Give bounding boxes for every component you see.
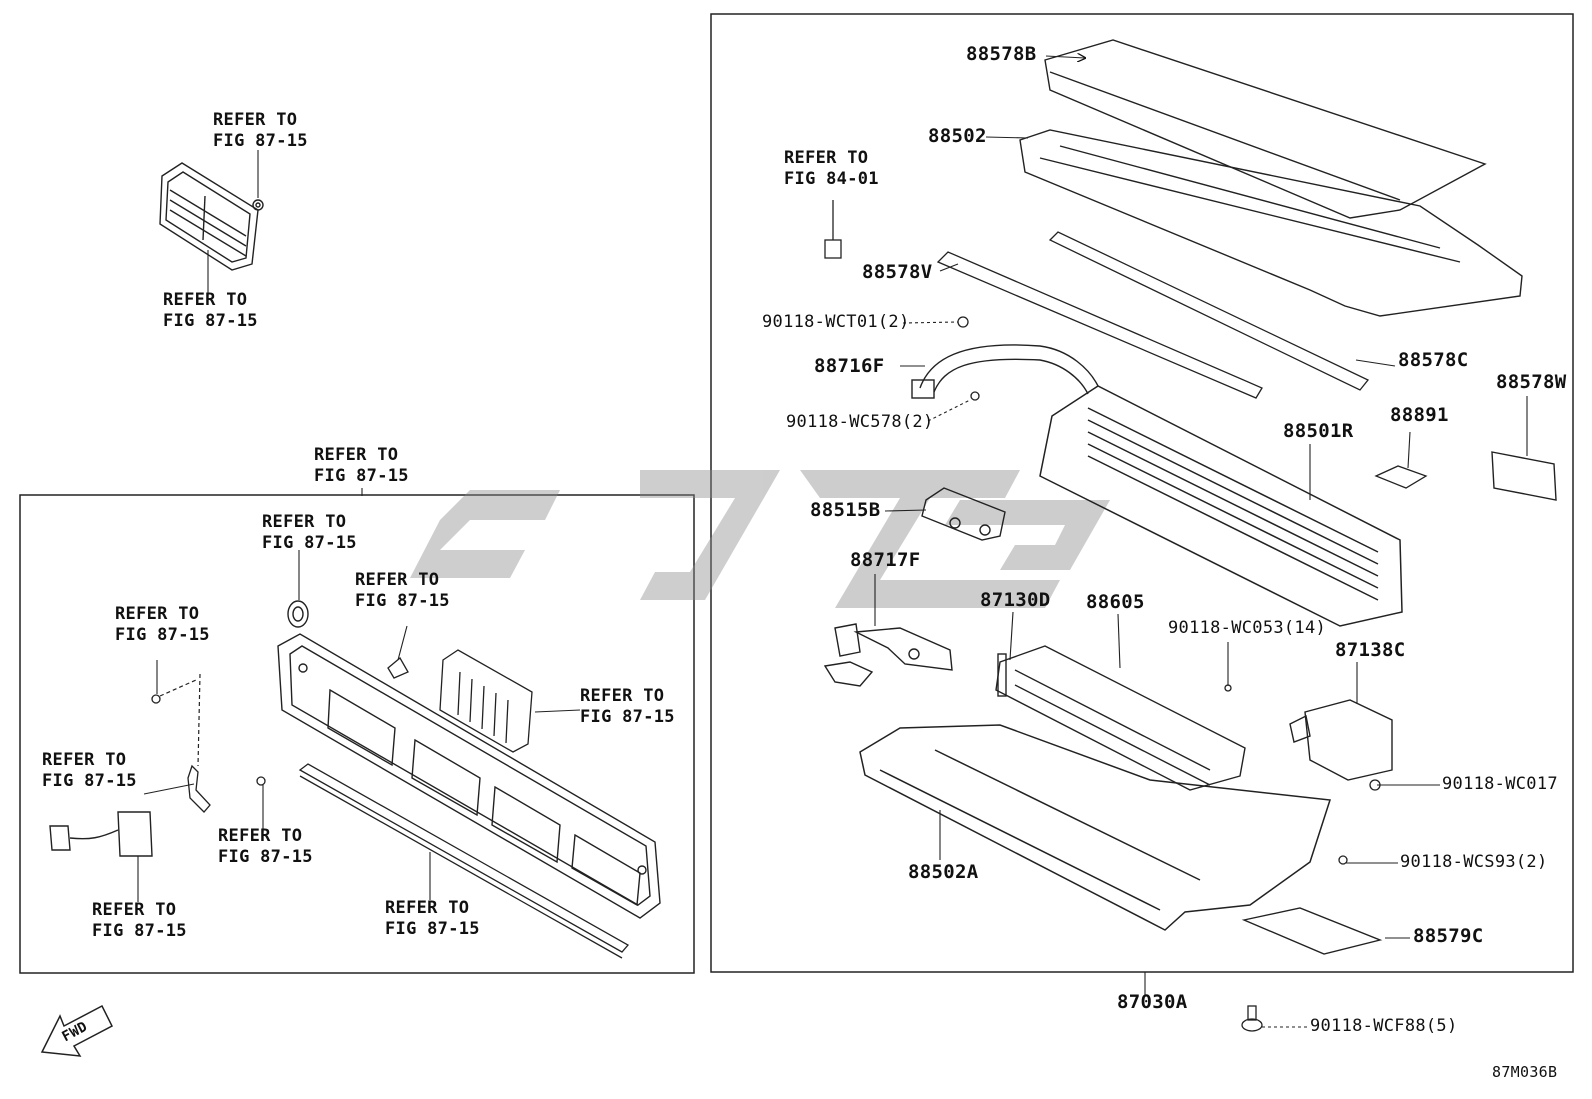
part-number-90118-WCF88[interactable]: 90118-WCF88(5) bbox=[1310, 1016, 1458, 1036]
resistor-87138C bbox=[1289, 699, 1393, 781]
leader-lines bbox=[137, 56, 1528, 1028]
part-number-88578W[interactable]: 88578W bbox=[1496, 371, 1567, 393]
fwd-arrow bbox=[40, 1004, 113, 1057]
figure-id: 87M036B bbox=[1492, 1063, 1558, 1081]
strip-88578V bbox=[936, 251, 1263, 399]
instrument-panel-assembly bbox=[277, 633, 661, 919]
duct-88502 bbox=[1019, 129, 1523, 317]
label-88578W bbox=[1491, 451, 1557, 501]
part-number-88578B[interactable]: 88578B bbox=[966, 43, 1037, 65]
pad-88891 bbox=[1374, 465, 1428, 489]
part-number-88717F[interactable]: 88717F bbox=[850, 549, 921, 571]
part-number-90118-WCS93[interactable]: 90118-WCS93(2) bbox=[1400, 852, 1548, 872]
small-screw bbox=[151, 694, 266, 786]
part-number-87138C[interactable]: 87138C bbox=[1335, 639, 1406, 661]
lower-case-88502A bbox=[859, 724, 1331, 931]
strip-88578C bbox=[1048, 231, 1370, 391]
relay-connector bbox=[824, 200, 842, 259]
side-vent bbox=[439, 649, 533, 753]
part-number-90118-WCT01[interactable]: 90118-WCT01(2) bbox=[762, 312, 910, 332]
knob bbox=[287, 600, 309, 628]
part-number-87030A[interactable]: 87030A bbox=[1117, 991, 1188, 1013]
clip bbox=[387, 657, 409, 679]
watermark-logo bbox=[410, 470, 1110, 608]
right-group-box bbox=[710, 13, 1574, 973]
part-number-87130D[interactable]: 87130D bbox=[980, 589, 1051, 611]
part-number-88716F[interactable]: 88716F bbox=[814, 355, 885, 377]
part-number-88501R[interactable]: 88501R bbox=[1283, 420, 1354, 442]
vent-grille-upper bbox=[159, 162, 264, 271]
label-88579C bbox=[1241, 907, 1383, 955]
pipe-88716F bbox=[911, 344, 1099, 399]
left-group-box bbox=[19, 494, 695, 974]
part-number-90118-WC578[interactable]: 90118-WC578(2) bbox=[786, 412, 934, 432]
part-number-90118-WC017[interactable]: 90118-WC017 bbox=[1442, 774, 1558, 794]
part-number-88502[interactable]: 88502 bbox=[928, 125, 987, 147]
part-number-90118-WC053[interactable]: 90118-WC053(14) bbox=[1168, 618, 1327, 638]
part-number-88515B[interactable]: 88515B bbox=[810, 499, 881, 521]
expansion-valve-88515B bbox=[921, 487, 1006, 541]
part-number-88502A[interactable]: 88502A bbox=[908, 861, 979, 883]
cover-88578B bbox=[1044, 39, 1487, 219]
part-number-88579C[interactable]: 88579C bbox=[1413, 925, 1484, 947]
bracket-left bbox=[187, 764, 211, 813]
panel-strip bbox=[298, 763, 630, 959]
part-number-88605[interactable]: 88605 bbox=[1086, 591, 1145, 613]
part-number-88891[interactable]: 88891 bbox=[1390, 404, 1449, 426]
blower-87130D-88605 bbox=[995, 645, 1246, 791]
part-number-88578C[interactable]: 88578C bbox=[1398, 349, 1469, 371]
bracket-88717F bbox=[823, 623, 953, 687]
actuator-left bbox=[49, 811, 153, 857]
part-number-88578V[interactable]: 88578V bbox=[862, 261, 933, 283]
